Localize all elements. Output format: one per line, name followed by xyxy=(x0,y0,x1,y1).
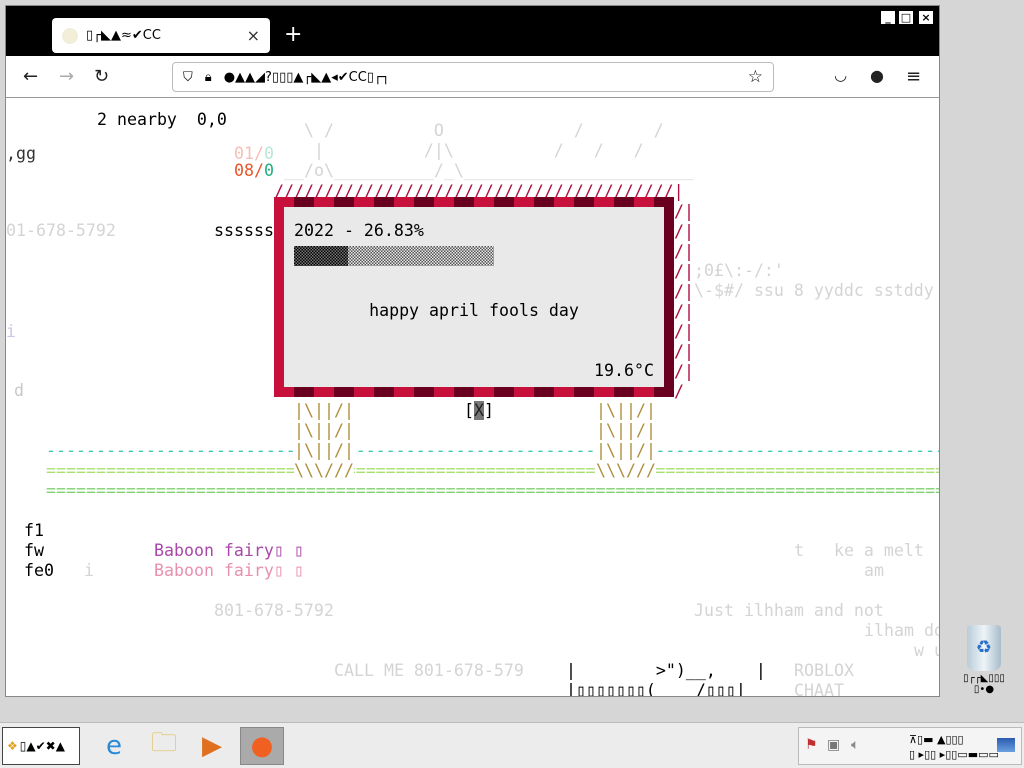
start-button[interactable]: ❖▯▲✔✖▲ xyxy=(2,727,80,765)
action-center-flag-icon[interactable]: ⚑ xyxy=(805,737,818,753)
clock-time[interactable]: ⊼▯▬ ▲▯▯▯ xyxy=(909,733,964,746)
windows-logo-icon: ❖ xyxy=(7,739,18,753)
date-suffix: 0 xyxy=(264,161,274,180)
year-progress-label: 2022 - 26.83% xyxy=(294,221,424,240)
temperature: 19.6°C xyxy=(594,361,654,380)
account-icon[interactable]: ● xyxy=(870,66,884,85)
label-f1: f1 xyxy=(24,521,44,540)
status-text: 2 nearby 0,0 xyxy=(97,110,227,129)
faint-text: ;0£\:-/:' xyxy=(694,261,784,280)
close-billboard-button[interactable]: [X] xyxy=(464,401,494,420)
year-progress-bar xyxy=(294,246,494,266)
billboard-message: happy april fools day xyxy=(369,301,579,320)
tab-title: ▯┌◣▲≈✔CC xyxy=(86,28,161,43)
forward-button[interactable]: → xyxy=(59,66,75,87)
faint-text: i xyxy=(84,561,94,580)
gg-text: ,gg xyxy=(6,144,36,163)
start-label: ▯▲✔✖▲ xyxy=(19,739,65,753)
minimize-button[interactable]: _ xyxy=(880,10,896,25)
media-player-icon[interactable]: ▶ xyxy=(202,731,222,761)
faint-text: am xyxy=(864,561,884,580)
label-fw: fw xyxy=(24,541,44,560)
ascii-bird: |▯▯▯▯▯▯▯(____/▯▯▯| xyxy=(566,681,746,696)
faint-text: CHAAT xyxy=(794,681,844,696)
faint-text: ilham do xyxy=(864,621,939,640)
baboon-text: Baboon fairy▯ ▯ xyxy=(154,561,304,580)
recycle-bin[interactable]: ♻ ▯┌┌◣▯▯▯ ▯•● xyxy=(944,625,1024,695)
billboard-leg: |\||/||\||/||\||/|\\\/// xyxy=(294,401,354,481)
recycle-bin-label: ▯┌┌◣▯▯▯ ▯•● xyxy=(963,673,1005,695)
ascii-art-line: __/o\__________/_\______________________… xyxy=(284,161,694,180)
favicon-icon xyxy=(62,27,78,44)
phone-text: 801-678-5792 xyxy=(6,221,116,240)
browser-window: ▯┌◣▲≈✔CC × + _ □ × ← → ↻ ⛉ 🔒︎ ●▲▲◢?▯▯▯▲┌… xyxy=(5,5,940,697)
ascii-art-line: \ / O / / xyxy=(304,121,664,140)
baboon-text: Baboon fairy▯ ▯ xyxy=(154,541,304,560)
ascii-art-line: | /|\ / / / xyxy=(304,141,644,160)
tab-active[interactable]: ▯┌◣▲≈✔CC × xyxy=(52,18,270,53)
clock-date[interactable]: ▯ ▸▯▯ ▸▯▯▭▬▭▭ xyxy=(909,748,999,761)
url-text[interactable]: ●▲▲◢?▯▯▯▲┌◣▲◂✔CC▯┌┐ xyxy=(223,69,390,85)
firefox-icon[interactable]: ● xyxy=(240,727,284,765)
tab-strip: ▯┌◣▲≈✔CC × + _ □ × xyxy=(6,6,939,56)
menu-icon[interactable]: ≡ xyxy=(906,66,922,87)
faint-text: t ke a melt xyxy=(794,541,924,560)
back-button[interactable]: ← xyxy=(23,66,39,87)
address-bar[interactable]: ⛉ 🔒︎ ●▲▲◢?▯▯▯▲┌◣▲◂✔CC▯┌┐ ☆ xyxy=(172,62,774,92)
dashed-line: ----------------------------------------… xyxy=(46,441,939,460)
faint-text: d xyxy=(14,381,24,400)
year-progress-fill xyxy=(294,246,348,266)
phone-text: 801-678-5792 xyxy=(214,601,334,620)
faint-text: w u xyxy=(914,641,939,660)
faint-text: CALL ME 801-678-579 xyxy=(334,661,524,680)
page-content: 2 nearby 0,0 ,gg 01/ 0 08/ 0 \ / O / / |… xyxy=(6,98,939,696)
lock-icon: 🔒︎ xyxy=(204,69,212,85)
tab-close-icon[interactable]: × xyxy=(246,26,260,45)
faint-text: i xyxy=(6,322,16,341)
billboard-side: /|/|/|/|/|/|/|/|/|/ xyxy=(674,202,694,401)
new-tab-button[interactable]: + xyxy=(284,22,303,47)
taskbar: ❖▯▲✔✖▲ e 🗀 ▶ ● ⚑ ▣ 🔈︎ ⊼▯▬ ▲▯▯▯ ▯ ▸▯▯ ▸▯▯… xyxy=(0,722,1024,768)
faint-text: ROBLOX xyxy=(794,661,854,680)
date-faint: 01/ xyxy=(234,144,264,163)
faint-text: \-$#/ ssu 8 yyddc sstddy xyxy=(694,281,934,300)
faint-text: Just ilhham and not xyxy=(694,601,884,620)
pocket-icon[interactable]: ◡ xyxy=(834,66,848,84)
file-explorer-icon[interactable]: 🗀 xyxy=(150,728,177,758)
sss-text: ssssss xyxy=(214,221,274,240)
system-tray: ⚑ ▣ 🔈︎ ⊼▯▬ ▲▯▯▯ ▯ ▸▯▯ ▸▯▯▭▬▭▭ xyxy=(798,727,1022,765)
internet-explorer-icon[interactable]: e xyxy=(106,731,122,761)
volume-icon[interactable]: 🔈︎ xyxy=(851,737,860,753)
date-text: 08/ xyxy=(234,161,264,180)
bookmark-star-icon[interactable]: ☆ xyxy=(747,67,763,87)
date-faint-suffix: 0 xyxy=(264,144,274,163)
shield-icon[interactable]: ⛉ xyxy=(183,69,193,85)
network-icon[interactable]: ▣ xyxy=(827,737,841,753)
ascii-bird: | >")__, | xyxy=(566,661,766,680)
recycle-bin-icon: ♻ xyxy=(967,625,1001,671)
billboard-leg: |\||/||\||/||\||/|\\\/// xyxy=(596,401,656,481)
close-window-button[interactable]: × xyxy=(918,10,934,25)
label-fe0: fe0 xyxy=(24,561,54,580)
ground-line: ========================================… xyxy=(46,481,939,500)
billboard-screen: 2022 - 26.83% happy april fools day 19.6… xyxy=(284,207,664,387)
billboard: 2022 - 26.83% happy april fools day 19.6… xyxy=(274,197,674,397)
billboard-slashes: ////////////////////////////////////////… xyxy=(274,182,684,201)
maximize-button[interactable]: □ xyxy=(898,10,914,25)
ground-line: ========================================… xyxy=(46,461,939,480)
navigation-bar: ← → ↻ ⛉ 🔒︎ ●▲▲◢?▯▯▯▲┌◣▲◂✔CC▯┌┐ ☆ ◡ ● ≡ xyxy=(6,56,939,98)
show-desktop-icon[interactable] xyxy=(997,738,1015,752)
reload-button[interactable]: ↻ xyxy=(94,66,110,87)
